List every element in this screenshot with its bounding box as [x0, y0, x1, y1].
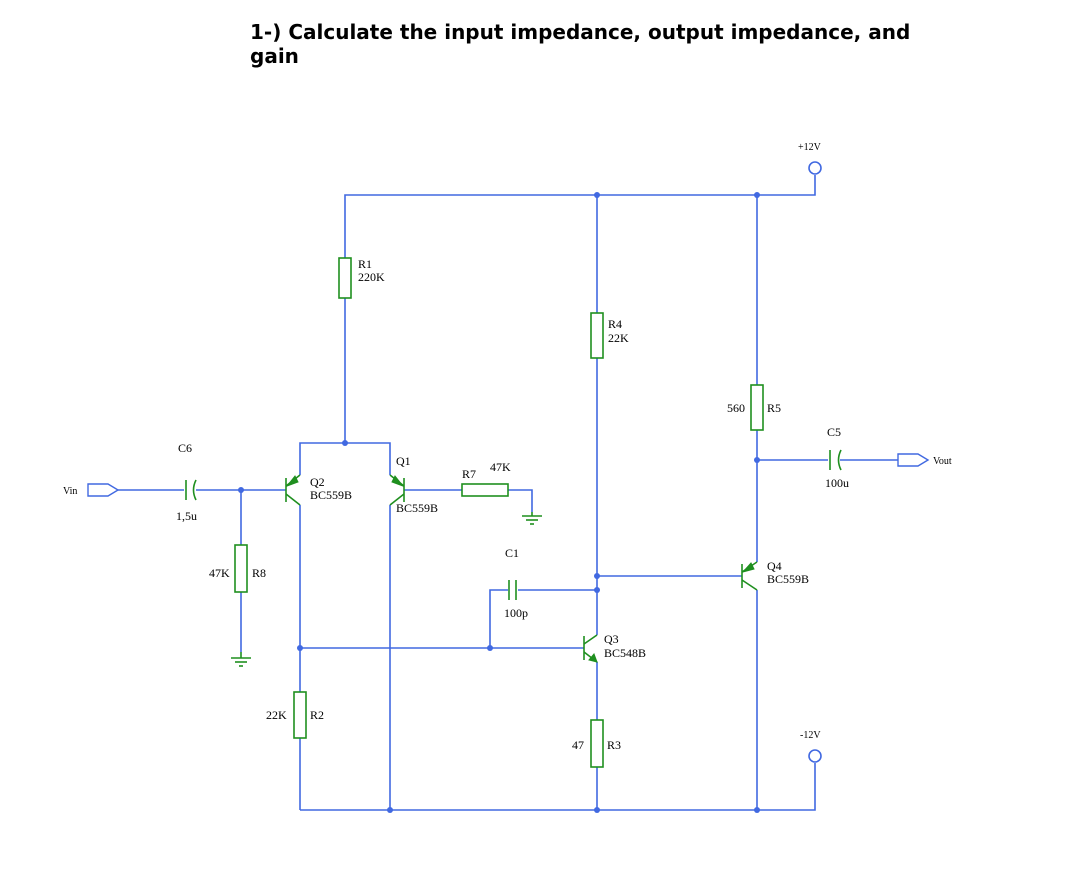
svg-text:R7: R7	[462, 467, 476, 481]
resistor-icon	[338, 257, 352, 299]
svg-text:BC559B: BC559B	[396, 501, 438, 515]
transistor-q3: Q3 BC548B	[583, 632, 646, 663]
vee-label: -12V	[800, 730, 821, 741]
resistor-icon	[234, 544, 248, 593]
resistor-icon	[750, 384, 764, 431]
svg-text:BC548B: BC548B	[604, 646, 646, 660]
svg-text:C5: C5	[827, 425, 841, 439]
junction-dot	[754, 807, 760, 813]
resistor-icon	[590, 719, 604, 768]
capacitor-c6: C6 1,5u	[176, 441, 197, 523]
vin-port-icon	[87, 483, 120, 497]
junction-dot	[594, 807, 600, 813]
wire-r7-gnd	[508, 489, 533, 512]
wire-emitter-node	[299, 442, 391, 475]
svg-text:Q3: Q3	[604, 632, 619, 646]
junctions	[238, 192, 760, 813]
svg-text:R5: R5	[767, 401, 781, 415]
vin-port: Vin	[63, 483, 120, 497]
vcc-terminal: +12V	[798, 142, 822, 175]
resistor-r5: 560 R5	[727, 384, 781, 431]
svg-text:220K: 220K	[358, 270, 385, 284]
vout-port: Vout	[897, 453, 952, 467]
junction-dot	[387, 807, 393, 813]
resistor-r7: R7 47K	[461, 460, 511, 497]
junction-dot	[594, 192, 600, 198]
svg-text:100p: 100p	[504, 606, 528, 620]
svg-text:BC559B: BC559B	[767, 572, 809, 586]
vee-terminal: -12V	[800, 730, 822, 763]
ground-r7	[522, 512, 542, 525]
junction-dot	[487, 645, 493, 651]
junction-dot	[594, 587, 600, 593]
svg-text:47K: 47K	[209, 566, 230, 580]
svg-text:100u: 100u	[825, 476, 849, 490]
svg-text:BC559B: BC559B	[310, 488, 352, 502]
wire-top-rail	[344, 175, 816, 258]
junction-dot	[754, 457, 760, 463]
resistor-icon	[461, 483, 509, 497]
junction-dot	[594, 573, 600, 579]
vcc-label: +12V	[798, 142, 822, 153]
svg-text:47K: 47K	[490, 460, 511, 474]
resistor-r2: 22K R2	[266, 691, 324, 739]
vout-label: Vout	[933, 456, 952, 467]
svg-text:C6: C6	[178, 441, 192, 455]
resistor-icon	[293, 691, 307, 739]
question-title: 1-) Calculate the input impedance, outpu…	[250, 20, 911, 68]
capacitor-c1: C1 100p	[504, 546, 528, 620]
vee-terminal-icon	[808, 749, 822, 763]
svg-text:22K: 22K	[266, 708, 287, 722]
resistor-r3: 47 R3	[572, 719, 621, 768]
svg-text:R3: R3	[607, 738, 621, 752]
svg-text:22K: 22K	[608, 331, 629, 345]
vcc-terminal-icon	[808, 161, 822, 175]
svg-text:R8: R8	[252, 566, 266, 580]
wire-bottom-rail	[300, 763, 816, 811]
junction-dot	[754, 192, 760, 198]
svg-text:Q2: Q2	[310, 475, 325, 489]
resistor-r1: R1 220K	[338, 257, 385, 299]
svg-text:Q4: Q4	[767, 559, 782, 573]
svg-text:560: 560	[727, 401, 745, 415]
resistor-icon	[590, 312, 604, 359]
vin-label: Vin	[63, 486, 77, 497]
transistor-q2: Q2 BC559B	[285, 474, 352, 506]
svg-text:Q1: Q1	[396, 454, 411, 468]
junction-dot	[238, 487, 244, 493]
svg-text:1,5u: 1,5u	[176, 509, 197, 523]
resistor-r8: 47K R8	[209, 544, 266, 593]
svg-text:C1: C1	[505, 546, 519, 560]
junction-dot	[297, 645, 303, 651]
svg-text:47: 47	[572, 738, 584, 752]
capacitor-c5: C5 100u	[825, 425, 849, 490]
transistor-q1: Q1 BC559B	[389, 454, 438, 515]
svg-text:R2: R2	[310, 708, 324, 722]
ground-r8	[231, 652, 251, 667]
wire-c1-left	[489, 589, 508, 648]
vout-port-icon	[897, 453, 930, 467]
svg-text:R4: R4	[608, 317, 622, 331]
svg-text:R1: R1	[358, 257, 372, 271]
transistor-q4: Q4 BC559B	[741, 559, 809, 591]
junction-dot	[342, 440, 348, 446]
resistor-r4: R4 22K	[590, 312, 629, 359]
